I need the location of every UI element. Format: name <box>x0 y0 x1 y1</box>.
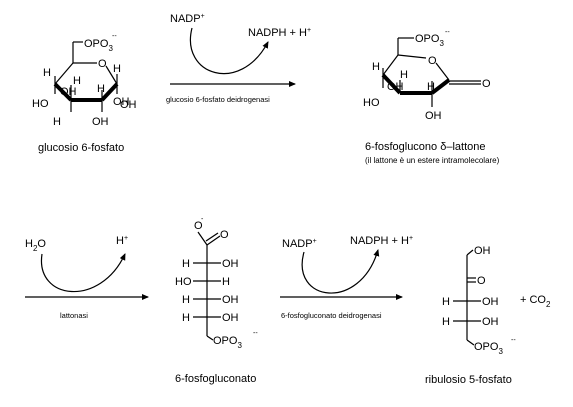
glucose-ring-oxygen: O <box>98 58 107 70</box>
reaction-2-cofactor-arrow <box>40 253 126 293</box>
ribulose-phosphate-charge: -- <box>511 337 516 344</box>
reaction-3-enzyme: 6-fosfogluconato deidrogenasi <box>281 311 382 320</box>
gluconate-c3-right: H <box>222 276 230 288</box>
reaction-1-cofactor-arrow <box>189 27 269 75</box>
phosphogluconate-label: 6-fosfogluconato <box>175 373 256 385</box>
ribulose-carbonyl-oxygen: O <box>477 275 486 287</box>
gluconate-c2-right: OH <box>222 258 239 270</box>
phosphogluconolactone-structure: OPO3 -- O O H H H OH HO OH <box>363 29 491 122</box>
ribulose-c4-left: H <box>442 316 450 328</box>
glucose-atom-h: H <box>53 116 61 128</box>
co2-byproduct: + CO2 <box>520 294 551 309</box>
reaction-2-enzyme: lattonasi <box>60 311 88 320</box>
glucose-phosphate-charge: -- <box>112 33 117 40</box>
lactone-atom-h: H <box>400 69 408 81</box>
lactone-carbonyl-oxygen: O <box>482 78 491 90</box>
lactone-phosphate-label: OPO <box>415 33 440 45</box>
reaction-3-cofactor-out: NADPH + H+ <box>350 235 413 247</box>
gluconate-phosphate-charge: -- <box>253 330 258 337</box>
lactone-atom-ho: HO <box>363 97 380 109</box>
glucose-atom-h: H <box>73 75 81 87</box>
glucose-atom-h: H <box>113 63 121 75</box>
reaction-3: NADP+ NADPH + H+ 6-fosfogluconato deidro… <box>280 235 413 320</box>
glucose-6-phosphate-label: glucosio 6-fosfato <box>38 142 124 154</box>
glucose-phosphate-label: OPO <box>84 38 109 50</box>
reaction-3-cofactor-in: NADP+ <box>282 238 317 250</box>
reaction-3-cofactor-arrow <box>301 249 380 294</box>
gluconate-carboxyl-charge: - <box>201 216 204 223</box>
ribulose-c3-right: OH <box>482 296 499 308</box>
reaction-1-cofactor-out: NADPH + H+ <box>248 27 311 39</box>
svg-text:OPO3: OPO3 <box>84 38 113 53</box>
gluconate-carboxyl-oxygen: O <box>194 220 203 232</box>
glucose-atom-oh: OH <box>120 99 137 111</box>
reaction-1-cofactor-in: NADP+ <box>170 13 205 25</box>
ribulose-c1-oh: OH <box>474 245 491 257</box>
ribulose-5-phosphate-label: ribulosio 5-fosfato <box>425 374 512 386</box>
gluconate-phosphate-label: OPO <box>213 335 238 347</box>
glucose-atom-oh: OH <box>60 86 77 98</box>
glucose-atom-ho: HO <box>32 98 49 110</box>
ribulose-phosphate-label: OPO <box>474 341 499 353</box>
reaction-2-cofactor-in: H2O <box>25 238 46 253</box>
reaction-2-cofactor-out: H+ <box>116 235 128 247</box>
gluconate-c5-right: OH <box>222 312 239 324</box>
glucose-atom-h: H <box>97 83 105 95</box>
glucose-atom-oh: OH <box>113 96 130 108</box>
gluconate-c5-left: H <box>182 312 190 324</box>
svg-text:OPO3: OPO3 <box>213 335 242 350</box>
reaction-1-enzyme: glucosio 6-fosfato deidrogenasi <box>166 95 270 104</box>
reaction-2: H2O H+ lattonasi <box>25 235 149 320</box>
lactone-ring-oxygen: O <box>428 55 437 67</box>
gluconate-carbonyl-oxygen: O <box>220 229 229 241</box>
svg-text:OPO3: OPO3 <box>415 33 444 48</box>
glucose-atom-h: H <box>43 67 51 79</box>
lactone-note: (il lattone è un estere intramolecolare) <box>365 156 500 165</box>
lactone-atom-h: H <box>427 81 435 93</box>
gluconate-c2-left: H <box>182 258 190 270</box>
ribulose-5-phosphate-structure: OH O H OH H OH OPO3 -- + CO2 <box>442 245 551 356</box>
glucose-atom-oh: OH <box>92 116 109 128</box>
reaction-1: NADP+ NADPH + H+ glucosio 6-fosfato deid… <box>166 13 311 104</box>
lactone-atom-oh: OH <box>387 81 404 93</box>
lactone-phosphate-charge: -- <box>445 29 450 36</box>
lactone-atom-h: H <box>372 61 380 73</box>
ribulose-c4-right: OH <box>482 316 499 328</box>
glucose-6-phosphate-structure: OPO3 -- O H H H H H OH OH OH HO OH <box>32 33 137 128</box>
svg-text:OPO3: OPO3 <box>474 341 503 356</box>
phosphogluconate-structure: O - O H OH HO H H OH H OH OPO3 -- <box>175 216 258 350</box>
lactone-atom-oh: OH <box>425 110 442 122</box>
phosphogluconolactone-label: 6-fosfoglucono δ–lattone <box>365 141 485 153</box>
ribulose-c3-left: H <box>442 296 450 308</box>
gluconate-c4-left: H <box>182 294 190 306</box>
gluconate-c3-left: HO <box>175 276 192 288</box>
gluconate-c4-right: OH <box>222 294 239 306</box>
